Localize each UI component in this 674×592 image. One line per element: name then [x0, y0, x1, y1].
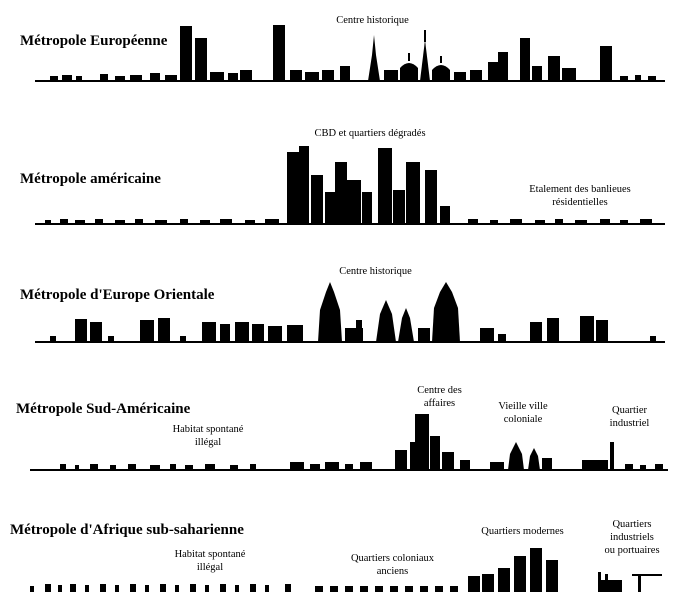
panel-title: Métropole Sud-Américaine	[16, 401, 191, 417]
district-label: Habitat spontané illégal	[174, 549, 246, 573]
panel-europe: Métropole Européenne Centre historique	[0, 0, 674, 110]
district-label: Centre historique	[339, 266, 412, 277]
district-label: Quartiers modernes	[481, 526, 564, 537]
skyline-sud-americaine	[30, 414, 668, 471]
district-label: Centre historique	[336, 15, 409, 26]
panel-title: Métropole Européenne	[20, 33, 168, 49]
district-label: Habitat spontané illégal	[172, 424, 244, 448]
district-label: Quartier industriel	[609, 405, 650, 429]
panel-title: Métropole américaine	[20, 171, 161, 187]
panel-sud-americaine: Métropole Sud-Américaine Habitat spontan…	[0, 382, 674, 492]
panel-americaine: Métropole américaine CBD et quartiers dé…	[0, 120, 674, 235]
panel-title: Métropole d'Europe Orientale	[20, 287, 215, 303]
district-label: Centre des affaires	[417, 385, 462, 409]
skyline-europe	[35, 25, 665, 82]
panel-afrique: Métropole d'Afrique sub-saharienne Habit…	[0, 510, 674, 592]
skyline-afrique	[30, 548, 662, 592]
skyline-europe-orientale	[35, 282, 665, 343]
district-label: Vieille ville coloniale	[498, 401, 548, 425]
panel-europe-orientale: Métropole d'Europe Orientale Centre hist…	[0, 262, 674, 362]
district-label: CBD et quartiers dégradés	[314, 128, 426, 139]
panel-title: Métropole d'Afrique sub-saharienne	[10, 522, 244, 538]
district-label: Quartiers coloniaux anciens	[350, 553, 435, 577]
district-label: Etalement des banlieues résidentielles	[529, 184, 631, 208]
skyline-americaine	[35, 146, 665, 225]
district-label: Quartiers industriels ou portuaires	[604, 519, 660, 556]
